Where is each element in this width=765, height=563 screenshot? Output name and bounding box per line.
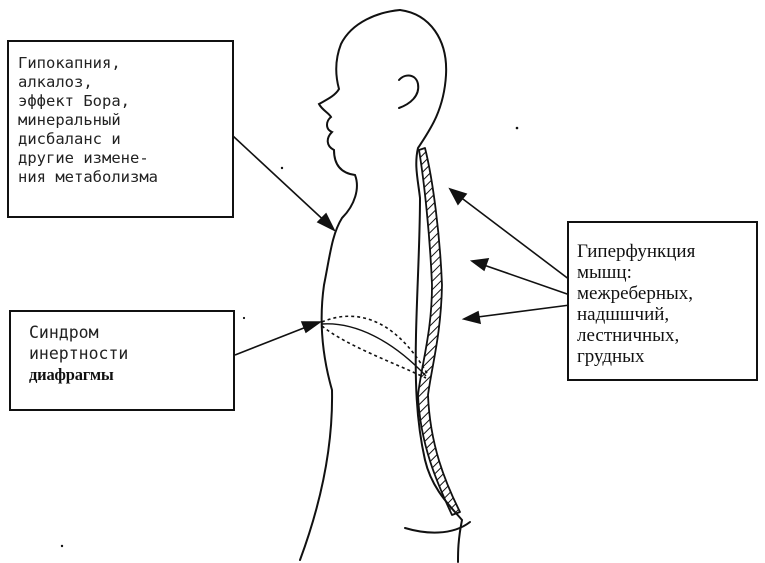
label-line: Гиперфункция xyxy=(577,241,750,262)
label-line: инертности xyxy=(29,343,227,364)
label-muscle-hyperfunction: Гиперфункция мышц: межреберных, надшшчий… xyxy=(567,221,758,381)
label-line: грудных xyxy=(577,346,750,367)
label-line: дисбаланс и xyxy=(18,130,226,149)
ear-icon xyxy=(399,75,418,108)
label-line: Синдром xyxy=(29,322,227,343)
label-line: эффект Бора, xyxy=(18,92,226,111)
arrow-muscles-middle xyxy=(472,259,570,295)
speck xyxy=(281,167,283,169)
diaphragm-line-lower xyxy=(322,326,426,378)
label-line: Гипокапния, xyxy=(18,54,226,73)
speck xyxy=(61,545,63,547)
arrow-metabolic xyxy=(233,136,334,230)
label-line: мышц: xyxy=(577,262,750,283)
speck xyxy=(243,317,245,319)
label-line: минеральный xyxy=(18,111,226,130)
diaphragm-line-solid xyxy=(322,324,426,376)
body-outline-back xyxy=(400,10,462,562)
arrow-muscles-upper xyxy=(450,189,570,280)
label-line: другие измене- xyxy=(18,149,226,168)
label-line: ния метаболизма xyxy=(18,168,226,187)
label-line: лестничных, xyxy=(577,325,750,346)
label-line: надшшчий, xyxy=(577,304,750,325)
speck xyxy=(516,127,519,130)
label-line: межреберных, xyxy=(577,283,750,304)
arrow-diaphragm xyxy=(235,322,320,355)
label-metabolic-changes: Гипокапния, алкалоз, эффект Бора, минера… xyxy=(7,40,234,218)
body-outline-front xyxy=(300,10,400,560)
label-line: диафрагмы xyxy=(29,364,227,385)
label-line: алкалоз, xyxy=(18,73,226,92)
label-diaphragm-inertia: Синдром инертности диафрагмы xyxy=(9,310,235,411)
arrow-muscles-lower xyxy=(464,305,570,323)
